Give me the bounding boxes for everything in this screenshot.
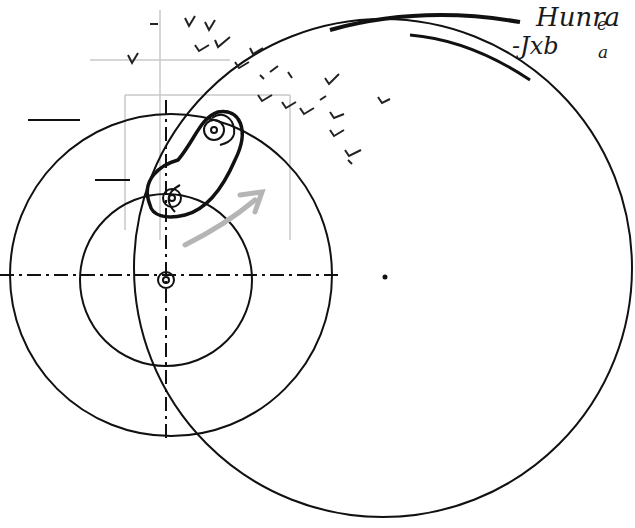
pivot [211,127,217,133]
center-line [165,100,167,440]
motion-arrow [185,192,262,245]
tick [95,179,130,181]
heavy-stroke [330,15,520,30]
spiral [212,115,234,145]
tick [28,119,80,121]
handwritten-note: a [598,44,608,61]
spiral [169,185,180,212]
handwritten-note: Hunra [536,4,620,30]
center-line [0,274,340,276]
handwritten-note: e [597,16,607,33]
large-circle [134,19,632,517]
cam-link [147,112,242,217]
center-dot [383,275,388,280]
pencil-grid [90,10,290,240]
handwritten-note: -Jxb [512,34,559,58]
pivot [204,120,224,140]
birds [128,16,390,164]
